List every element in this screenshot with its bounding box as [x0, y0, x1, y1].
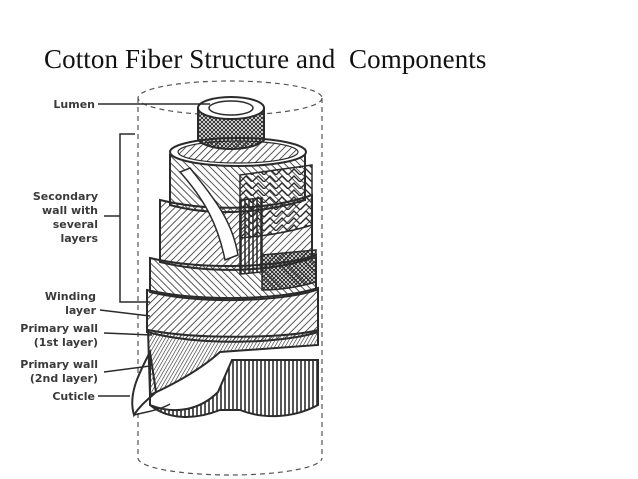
label-secondary-wall-line3: several	[53, 218, 98, 231]
label-secondary-wall-line4: layers	[61, 232, 99, 245]
label-winding-layer-line1: Winding	[45, 290, 96, 303]
label-secondary-wall-line2: wall with	[42, 204, 98, 217]
label-secondary-wall-line1: Secondary	[33, 190, 98, 203]
label-primary-wall-2-line1: Primary wall	[20, 358, 98, 371]
diagram-labels: Lumen Secondary wall with several layers…	[20, 98, 98, 403]
label-winding-layer-line2: layer	[65, 304, 96, 317]
primary-wall-2nd-layer	[149, 356, 319, 418]
label-primary-wall-2-line2: (2nd layer)	[30, 372, 98, 385]
leader-lines	[98, 103, 210, 397]
lumen-core	[197, 96, 265, 150]
label-lumen: Lumen	[53, 98, 95, 111]
secondary-wall-layers	[149, 137, 317, 302]
label-primary-wall-1-line2: (1st layer)	[34, 336, 98, 349]
label-cuticle: Cuticle	[52, 390, 95, 403]
slide-title: Cotton Fiber Structure and Components	[44, 44, 487, 74]
label-primary-wall-1-line1: Primary wall	[20, 322, 98, 335]
secondary-wall-bracket	[104, 133, 150, 303]
